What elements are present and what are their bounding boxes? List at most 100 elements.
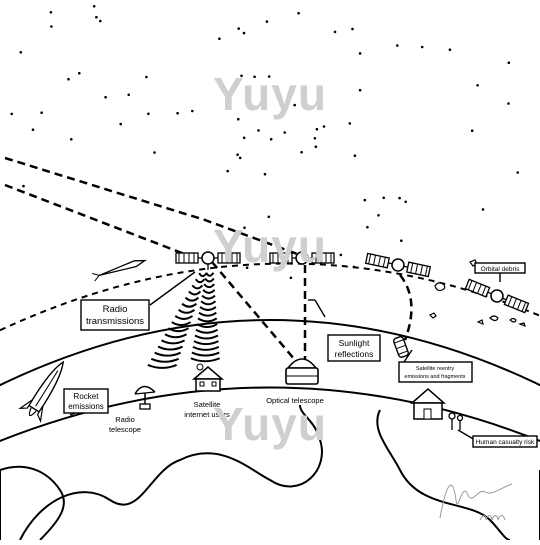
star-icon — [257, 129, 260, 132]
continent-outline — [19, 404, 511, 541]
radio-wave-arc — [198, 272, 208, 278]
star-icon — [314, 145, 318, 148]
radio-wave-arc — [161, 339, 186, 345]
radio-wave-arc — [202, 289, 216, 294]
star-icon — [476, 84, 479, 87]
star-icon — [119, 122, 122, 126]
reentry-trajectory — [399, 274, 413, 341]
rocket-emissions-line2: emissions — [68, 402, 104, 411]
star-icon — [366, 225, 369, 229]
star-icon — [267, 75, 271, 78]
star-icon — [237, 117, 240, 121]
rocket-icon — [92, 259, 147, 282]
atmosphere-boundary — [0, 319, 540, 387]
star-icon — [237, 27, 240, 30]
radio-telescope-icon — [134, 385, 156, 410]
rocket-emissions-line1: Rocket — [74, 392, 100, 401]
debris-icon — [428, 259, 526, 328]
rocket-emissions-box — [63, 388, 109, 414]
signature — [439, 483, 513, 521]
star-icon — [400, 239, 403, 242]
radio-wave-arc — [154, 351, 182, 357]
satellite-reentry-line2: emissions and fragments — [404, 374, 465, 380]
human-casualty-risk-label: Human casualty risk — [476, 439, 535, 446]
satellite-icon — [269, 251, 335, 265]
star-icon — [176, 111, 179, 115]
house-icon — [191, 363, 225, 392]
rocket-launch-icon — [18, 360, 65, 424]
star-icon — [242, 31, 246, 35]
star-icon — [50, 25, 53, 28]
star-icon — [333, 30, 337, 34]
star-icon — [396, 44, 399, 47]
star-icon — [145, 75, 148, 79]
radio-wave-arc — [150, 357, 180, 363]
satellite-reentry-box — [398, 361, 473, 383]
star-icon — [95, 15, 98, 19]
star-icon — [289, 276, 293, 280]
star-icon — [218, 37, 221, 40]
radio-wave-arc — [199, 306, 217, 311]
watermark: Yuyu — [213, 220, 327, 272]
star-icon — [240, 74, 243, 78]
radio-telescope-line2: telescope — [109, 425, 141, 434]
star-icon — [242, 136, 246, 140]
star-icon — [267, 215, 271, 219]
orbital-debris-box — [474, 262, 526, 274]
radio-transmissions-line1: Radio — [103, 304, 128, 315]
radio-wave-arc — [147, 363, 178, 369]
star-icon — [404, 200, 408, 204]
watermark: Yuyu — [213, 398, 327, 450]
radio-wave-arc — [188, 290, 202, 296]
satellite-internet-users-line1: Satellite — [194, 400, 221, 409]
satellite-icon — [364, 252, 432, 278]
star-icon — [358, 52, 362, 55]
star-icon — [31, 128, 35, 131]
star-icon — [226, 169, 229, 173]
radio-wave-arc — [200, 300, 217, 306]
satellite-icon — [464, 278, 530, 314]
radio-wave-arc — [196, 323, 218, 329]
star-icon — [263, 172, 267, 176]
star-icon — [353, 154, 357, 157]
sightline-lower — [4, 183, 196, 260]
person-icon — [448, 412, 464, 430]
radio-wave-arc — [201, 294, 216, 300]
earth-surface — [0, 386, 540, 443]
orbital-debris-label: Orbital debris — [481, 266, 520, 273]
reentry-satellite-icon — [393, 336, 409, 358]
star-icon — [191, 109, 194, 113]
star-icon — [49, 11, 53, 14]
radio-wave-arc — [205, 272, 215, 277]
star-icon — [22, 184, 25, 188]
radio-wave-arc — [194, 278, 206, 284]
star-icon — [67, 77, 70, 81]
star-icon — [420, 45, 424, 49]
sunlight-reflections-line2: reflections — [335, 349, 374, 359]
radio-telescope-line1: Radio — [115, 415, 135, 424]
star-icon — [104, 95, 107, 99]
star-icon — [300, 150, 303, 154]
radio-wave-arc — [203, 283, 215, 289]
star-icon — [297, 11, 300, 15]
star-icon — [283, 131, 287, 134]
watermark: Yuyu — [213, 68, 327, 120]
radio-wave-arc — [195, 328, 219, 334]
radio-wave-arc — [174, 315, 194, 320]
star-icon — [19, 51, 23, 54]
radio-wave-arc — [184, 296, 200, 302]
star-icon — [70, 138, 73, 141]
star-icon — [78, 71, 81, 75]
star-icon — [516, 171, 519, 174]
satellite-reentry-line1: Satellite reentry — [416, 366, 454, 372]
radio-wave-arc — [190, 357, 221, 363]
star-icon — [481, 208, 485, 211]
star-icon — [265, 20, 269, 23]
sunlight-reflections-box — [327, 334, 381, 362]
star-icon — [448, 48, 452, 51]
radio-wave-arc — [171, 321, 192, 327]
star-icon — [236, 153, 239, 156]
radio-wave-arc — [181, 302, 198, 308]
star-icon — [243, 226, 246, 229]
